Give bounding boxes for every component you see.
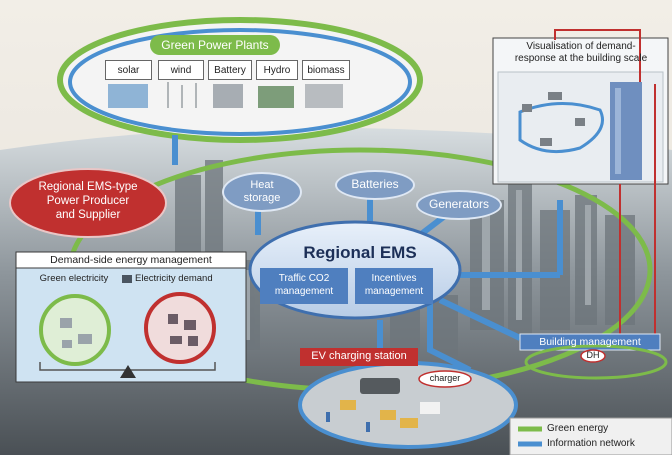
source-wind: wind [158, 60, 204, 80]
electricity-demand-label: Electricity demand [135, 273, 213, 284]
source-battery: Battery [208, 60, 252, 80]
traffic-co2-label: Traffic CO2 management [274, 273, 334, 297]
legend-box [509, 417, 672, 455]
source-biomass: biomass [302, 60, 350, 80]
incentives-box [355, 268, 433, 304]
green-electricity-circle [39, 294, 111, 366]
dh-label: DH [586, 350, 600, 360]
electricity-demand-circle [144, 292, 216, 364]
source-hydro: Hydro [256, 60, 298, 80]
source-solar: solar [105, 60, 152, 80]
visualisation-title: Visualisation of demand- response at the… [514, 41, 648, 64]
generators-node: Generators [416, 190, 502, 220]
ev-station-label-box [300, 348, 418, 366]
green-power-plants-title: Green Power Plants [150, 35, 280, 55]
charger-label: charger [429, 373, 461, 383]
producer-oval [9, 168, 167, 238]
green-power-plants-ellipse [57, 17, 423, 143]
ev-station-ellipse [298, 361, 518, 449]
electricity-demand-swatch [122, 275, 132, 283]
legend-information-network: Information network [547, 438, 635, 449]
batteries-node: Batteries [335, 170, 415, 200]
traffic-co2-box [260, 268, 348, 304]
building-management-label: Building management [539, 336, 641, 348]
green-electricity-label: Green electricity [39, 273, 109, 284]
heat-storage-node: Heat storage [222, 172, 302, 212]
ev-station-label: EV charging station [311, 350, 407, 362]
producer-label: Regional EMS-type Power Producer and Sup… [38, 181, 138, 221]
incentives-label: Incentives management [364, 273, 424, 297]
demand-side-title: Demand-side energy management [50, 254, 212, 266]
power-plant-icons [108, 82, 343, 108]
regional-ems-title: Regional EMS [303, 243, 417, 262]
legend-green-energy: Green energy [547, 423, 609, 434]
